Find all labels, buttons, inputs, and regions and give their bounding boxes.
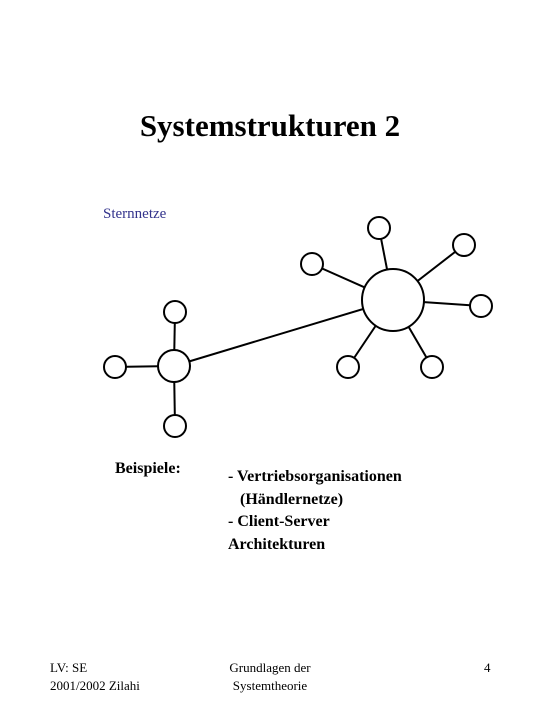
example-item: (Händlernetze) [228,490,344,508]
hub-link-line [173,299,394,367]
page-number: 4 [484,660,491,675]
large-hub-satellite-lower-left [336,355,360,379]
footer-term-author: 2001/2002 Zilahi [50,678,140,693]
large-hub-node [361,268,425,332]
large-hub-satellite-right [469,294,493,318]
small-hub-satellite-bottom [163,414,187,438]
small-hub-satellite-left [103,355,127,379]
example-item: Architekturen [228,535,326,553]
footer-topic: Grundlagen der Systemtheorie [200,659,340,695]
footer-topic-line2: Systemtheorie [232,678,308,693]
small-hub-satellite-top [163,300,187,324]
small-hub-node [157,349,191,383]
example-item: - Vertriebsorganisationen [228,468,402,485]
large-hub-satellite-top [367,216,391,240]
large-hub-satellite-left [300,252,324,276]
large-hub-satellite-lower-right [420,355,444,379]
large-hub-satellite-upper-right [452,233,476,257]
footer-course-info: LV: SE 2001/2002 Zilahi [50,659,140,695]
examples-list: - Vertriebsorganisationen (Händlernetze)… [228,466,402,556]
slide-title: Systemstrukturen 2 [139,108,401,143]
example-item: - Client-Server [228,513,330,530]
section-label: Sternnetze [103,206,167,222]
footer-course: LV: SE [50,660,88,675]
footer-topic-line1: Grundlagen der [229,660,311,675]
examples-label: Beispiele: [115,460,181,477]
